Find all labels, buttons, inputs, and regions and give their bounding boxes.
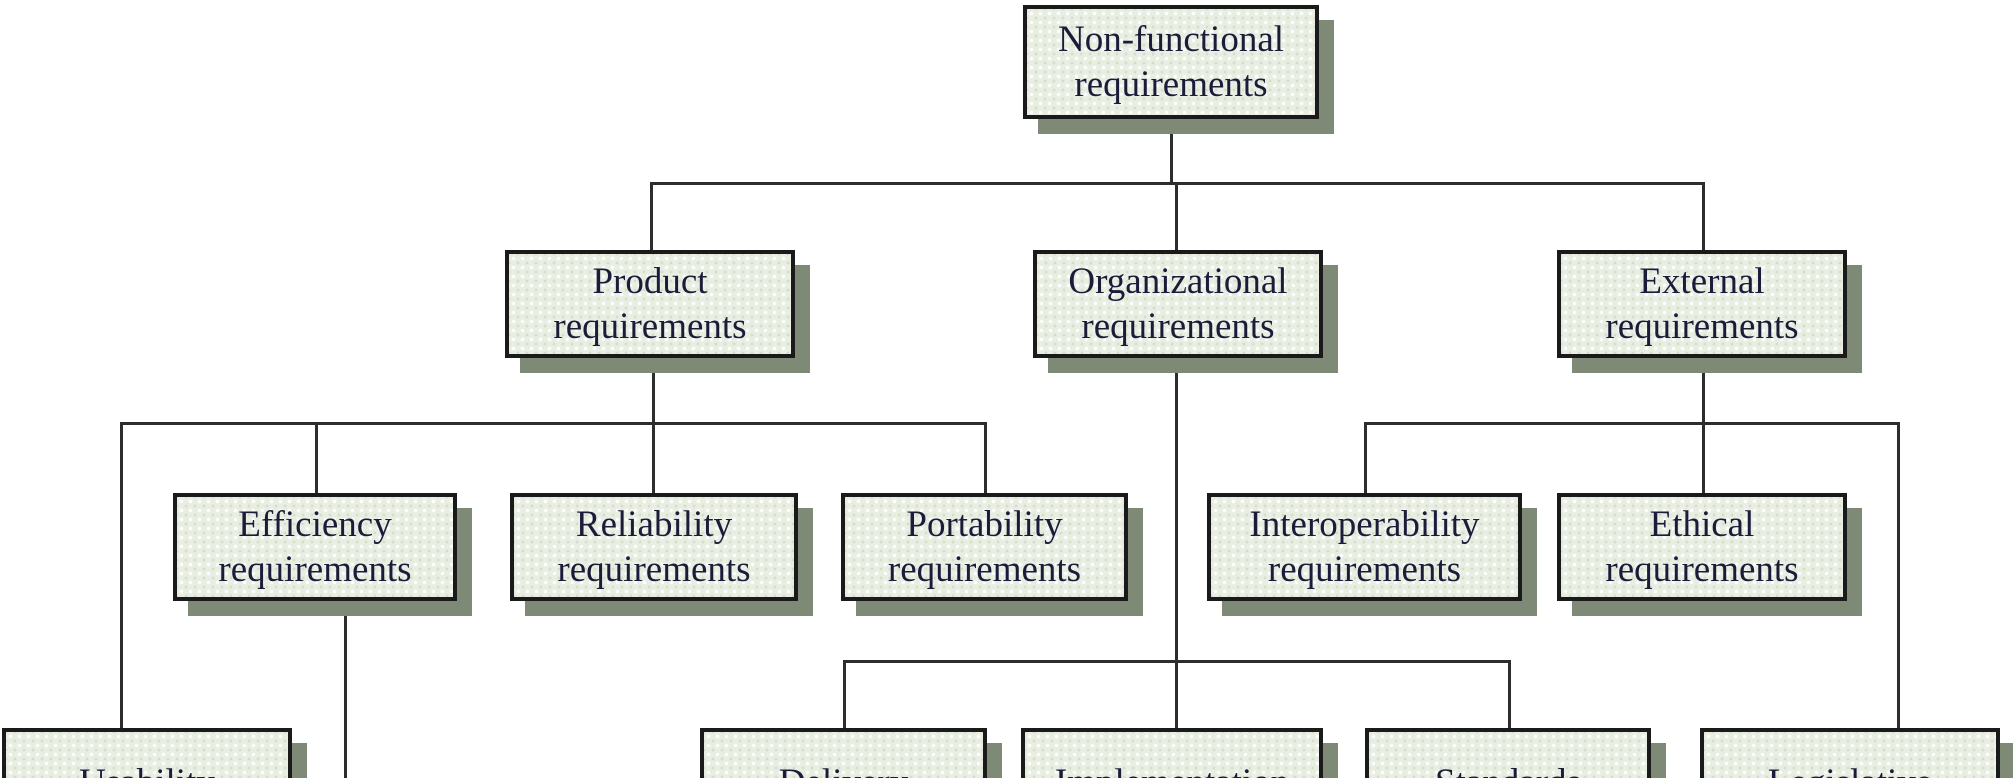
node-usability-requirements: Usability (2, 728, 292, 778)
connector-product-branch (120, 422, 987, 425)
node-ethical-requirements: Ethical requirements (1557, 493, 1847, 601)
connector-drop-usability (120, 422, 123, 728)
connector-drop-product (650, 182, 653, 250)
connector-drop-standards (1508, 660, 1511, 728)
connector-external-branch (1364, 422, 1900, 425)
connector-drop-external (1702, 182, 1705, 250)
node-implementation-requirements: Implementation (1021, 728, 1323, 778)
node-delivery-requirements: Delivery (700, 728, 987, 778)
node-label: Efficiency requirements (218, 504, 412, 590)
node-label: Organizational requirements (1068, 261, 1288, 347)
connector-product-stem (652, 358, 655, 493)
node-efficiency-requirements: Efficiency requirements (173, 493, 457, 601)
connector-drop-organizational (1175, 182, 1178, 250)
connector-drop-legislative (1897, 422, 1900, 728)
connector-root-stem (1170, 119, 1173, 184)
node-label: Usability (79, 760, 215, 778)
node-product-requirements: Product requirements (505, 250, 795, 358)
connector-drop-efficiency (315, 422, 318, 493)
node-label: Reliability requirements (557, 504, 751, 590)
node-portability-requirements: Portability requirements (841, 493, 1128, 601)
node-legislative-requirements: Legislative (1700, 728, 2000, 778)
node-label: Interoperability requirements (1249, 504, 1480, 590)
node-label: Standards (1435, 760, 1581, 778)
connector-drop-interoperability (1364, 422, 1367, 493)
connector-drop-delivery (843, 660, 846, 728)
node-label: Non-functional requirements (1057, 19, 1285, 105)
node-non-functional-requirements: Non-functional requirements (1023, 5, 1319, 119)
node-label: Legislative (1768, 760, 1932, 778)
connector-external-stem (1702, 358, 1705, 493)
node-standards-requirements: Standards (1365, 728, 1651, 778)
node-interoperability-requirements: Interoperability requirements (1207, 493, 1522, 601)
connector-drop-portability (984, 422, 987, 493)
node-label: Product requirements (553, 261, 747, 347)
connector-organizational-stem (1175, 358, 1178, 728)
node-label: Implementation (1055, 760, 1289, 778)
connector-organizational-branch (843, 660, 1511, 663)
node-external-requirements: External requirements (1557, 250, 1847, 358)
node-label: Ethical requirements (1605, 504, 1799, 590)
node-label: Delivery (779, 760, 908, 778)
connector-efficiency-down (344, 601, 347, 778)
node-reliability-requirements: Reliability requirements (510, 493, 798, 601)
node-organizational-requirements: Organizational requirements (1033, 250, 1323, 358)
node-label: Portability requirements (887, 504, 1082, 590)
node-label: External requirements (1605, 261, 1799, 347)
